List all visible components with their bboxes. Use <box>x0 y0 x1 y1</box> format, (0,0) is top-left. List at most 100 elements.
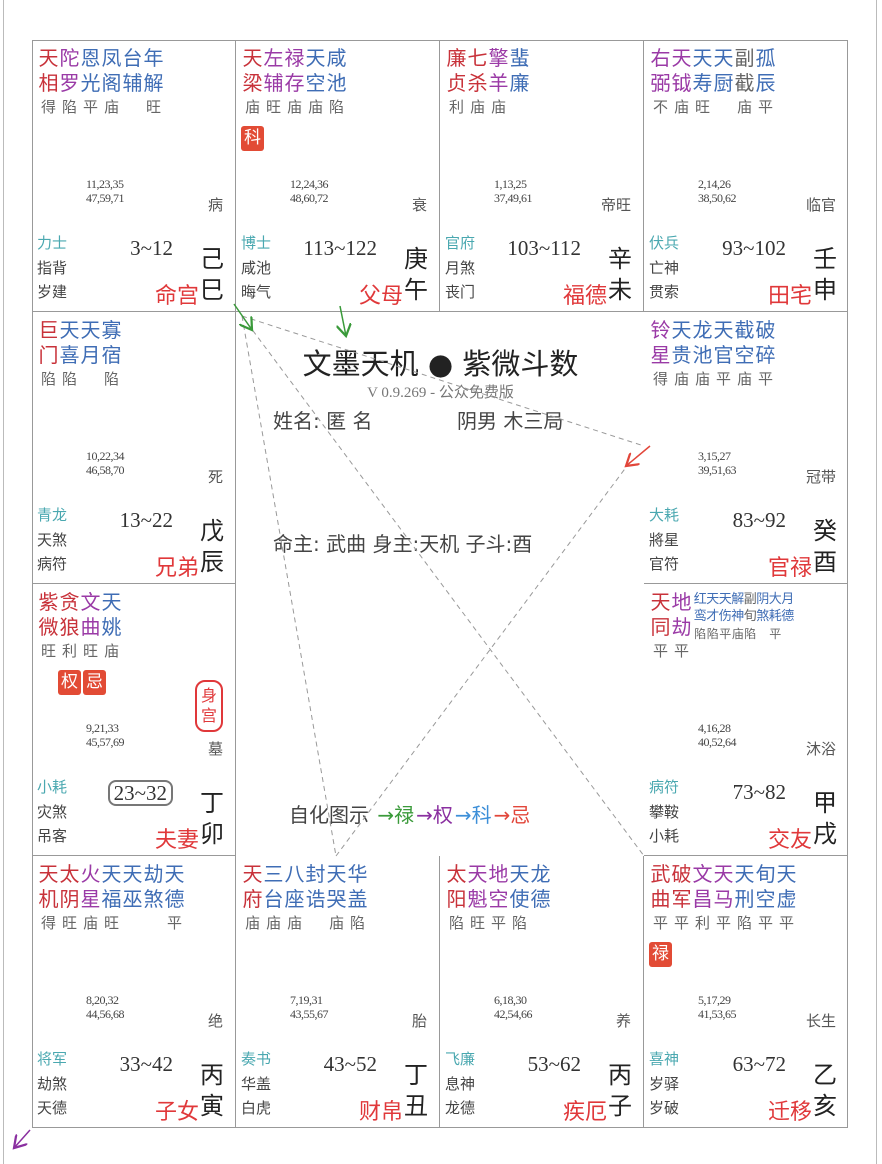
star-item: 天 钺庙 <box>671 46 692 118</box>
palace-name[interactable]: 夫妻 <box>154 828 199 853</box>
palace-name[interactable]: 交友 <box>767 828 812 853</box>
star-name: 天 厨 <box>713 46 734 95</box>
star-item: 左 辅旺 <box>263 46 284 118</box>
ganzhi: 壬申 <box>812 244 838 306</box>
star-item: 天 厨 <box>713 46 734 118</box>
palace-name[interactable]: 迁移 <box>767 1100 812 1125</box>
star-brightness: 平 <box>673 642 689 660</box>
shen-gong-badge: 身 宫 <box>195 680 223 732</box>
year-stars: 华盖白虎 <box>241 1072 271 1120</box>
earthly-branch: 酉 <box>813 548 837 576</box>
palace-name[interactable]: 官禄 <box>767 556 812 581</box>
star-name: 旬 空 <box>755 862 776 911</box>
heavenly-stem: 乙 <box>813 1061 837 1089</box>
boshi-star: 伏兵 <box>649 234 680 252</box>
star-name: 太 阳 <box>446 862 467 911</box>
star-brightness: 庙 <box>265 914 281 932</box>
gender-bureau-label: 阴男 木三局 <box>457 409 564 433</box>
palace-name[interactable]: 子女 <box>154 1100 199 1125</box>
star-name: 天 马 <box>713 862 734 911</box>
star-item: 封 诰 <box>305 862 326 934</box>
star-item: 天 使陷 <box>509 862 530 934</box>
palace-name[interactable]: 命宫 <box>154 284 199 309</box>
star-brightness: 陷 <box>706 627 719 641</box>
star-list: 天 府庙三 台庙八 座庙封 诰天 哭庙华 盖陷 <box>242 862 368 934</box>
star-item: 天 官平 <box>713 318 734 390</box>
star-item: 天 同平 <box>650 590 671 662</box>
star-item: 天 机得 <box>38 862 59 934</box>
changsheng-label: 养 <box>615 1012 631 1030</box>
star-item: 地 劫平 <box>671 590 692 662</box>
minor-star-item: 解 神庙 <box>731 591 744 662</box>
star-name: 天 相 <box>38 46 59 95</box>
ganzhi: 丙寅 <box>199 1060 225 1122</box>
star-name: 孤 辰 <box>755 46 776 95</box>
star-name: 右 弼 <box>650 46 671 95</box>
earthly-branch: 辰 <box>200 548 224 576</box>
year-stars: 岁驿岁破 <box>649 1072 679 1120</box>
star-list: 天 机得太 阴旺火 星庙天 福旺天 巫劫 煞天 德平 <box>38 862 185 934</box>
star-name: 天 钺 <box>671 46 692 95</box>
age-row: 38,50,62 <box>698 191 737 205</box>
suiqian-star: 丧门 <box>445 283 476 301</box>
star-name: 天 月 <box>80 318 101 367</box>
star-brightness: 庙 <box>328 914 344 932</box>
jiangqian-star: 息神 <box>445 1075 476 1093</box>
daxian-range: 63~72 <box>732 1052 786 1076</box>
ganzhi: 丁卯 <box>199 788 225 850</box>
star-item: 文 昌利 <box>692 862 713 934</box>
star-name: 天 府 <box>242 862 263 911</box>
name-label: 姓名: 匿 名 <box>273 409 373 433</box>
age-row: 37,49,61 <box>494 191 533 205</box>
daxian-range: 43~52 <box>323 1052 377 1076</box>
star-brightness: 旺 <box>469 914 485 932</box>
star-item: 太 阳陷 <box>446 862 467 934</box>
sihua-badge: 禄 <box>649 942 672 967</box>
palace-name[interactable]: 福德 <box>562 284 607 309</box>
changsheng-label: 病 <box>207 196 223 214</box>
palace-name[interactable]: 父母 <box>358 284 403 309</box>
star-name: 截 空 <box>734 318 755 367</box>
palace-name[interactable]: 田宅 <box>767 284 812 309</box>
earthly-branch: 未 <box>608 276 632 304</box>
master-label: 命主: 武曲 身主:天机 子斗:酉 <box>273 532 533 556</box>
jiangqian-star: 劫煞 <box>37 1075 68 1093</box>
star-brightness: 庙 <box>736 98 752 116</box>
star-brightness: 庙 <box>286 914 302 932</box>
ganzhi: 戊辰 <box>199 516 225 578</box>
palace-name[interactable]: 兄弟 <box>154 556 199 581</box>
star-brightness: 庙 <box>736 370 752 388</box>
star-name: 天 喜 <box>59 318 80 367</box>
legend-item-1: →权 <box>416 803 453 827</box>
minor-star-item: 红 鸾陷 <box>694 591 707 662</box>
star-item: 龙 池庙 <box>692 318 713 390</box>
palace-name[interactable]: 财帛 <box>358 1100 403 1125</box>
boshi-star: 青龙 <box>37 506 68 524</box>
palace-name[interactable]: 疾厄 <box>562 1100 607 1125</box>
star-brightness: 平 <box>82 98 98 116</box>
star-name: 天 贵 <box>671 318 692 367</box>
jiangqian-star: 华盖 <box>241 1075 272 1093</box>
age-row: 43,55,67 <box>290 1007 329 1021</box>
age-row: 11,23,35 <box>86 177 124 191</box>
star-brightness: 陷 <box>349 914 365 932</box>
age-row: 47,59,71 <box>86 191 125 205</box>
star-brightness: 旺 <box>40 642 56 660</box>
star-brightness: 平 <box>166 914 182 932</box>
ganzhi: 甲戌 <box>812 788 838 850</box>
star-brightness: 庙 <box>103 642 119 660</box>
